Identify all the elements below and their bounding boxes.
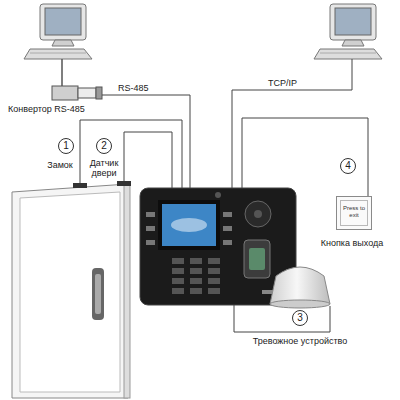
converter-label: Конвертор RS-485 [8,104,85,114]
access-terminal [140,188,296,305]
callout-number: 2 [96,138,112,154]
rs485-converter [52,59,102,100]
alarm-siren [270,267,330,308]
computer-left [24,4,92,59]
signal-name: TCP/IP [268,78,297,88]
button-text: Press to exit [341,205,367,219]
callout-number: 4 [340,158,356,174]
callout-text: 4 [345,161,351,171]
callout-text: 2 [101,141,107,151]
callout-number: 1 [58,138,74,154]
part-name: Датчик двери [86,158,122,178]
part-name: Кнопка выхода [321,238,383,248]
computer-right [314,4,382,59]
part-name: Тревожное устройство [253,336,347,346]
callout-text: 3 [297,313,303,323]
exit-button: Press to exit [336,196,372,230]
signal-name: RS-485 [118,83,149,93]
callout-text: 1 [63,141,69,151]
door [12,181,131,398]
callout-number: 3 [292,310,308,326]
part-name: Замок [47,160,73,170]
